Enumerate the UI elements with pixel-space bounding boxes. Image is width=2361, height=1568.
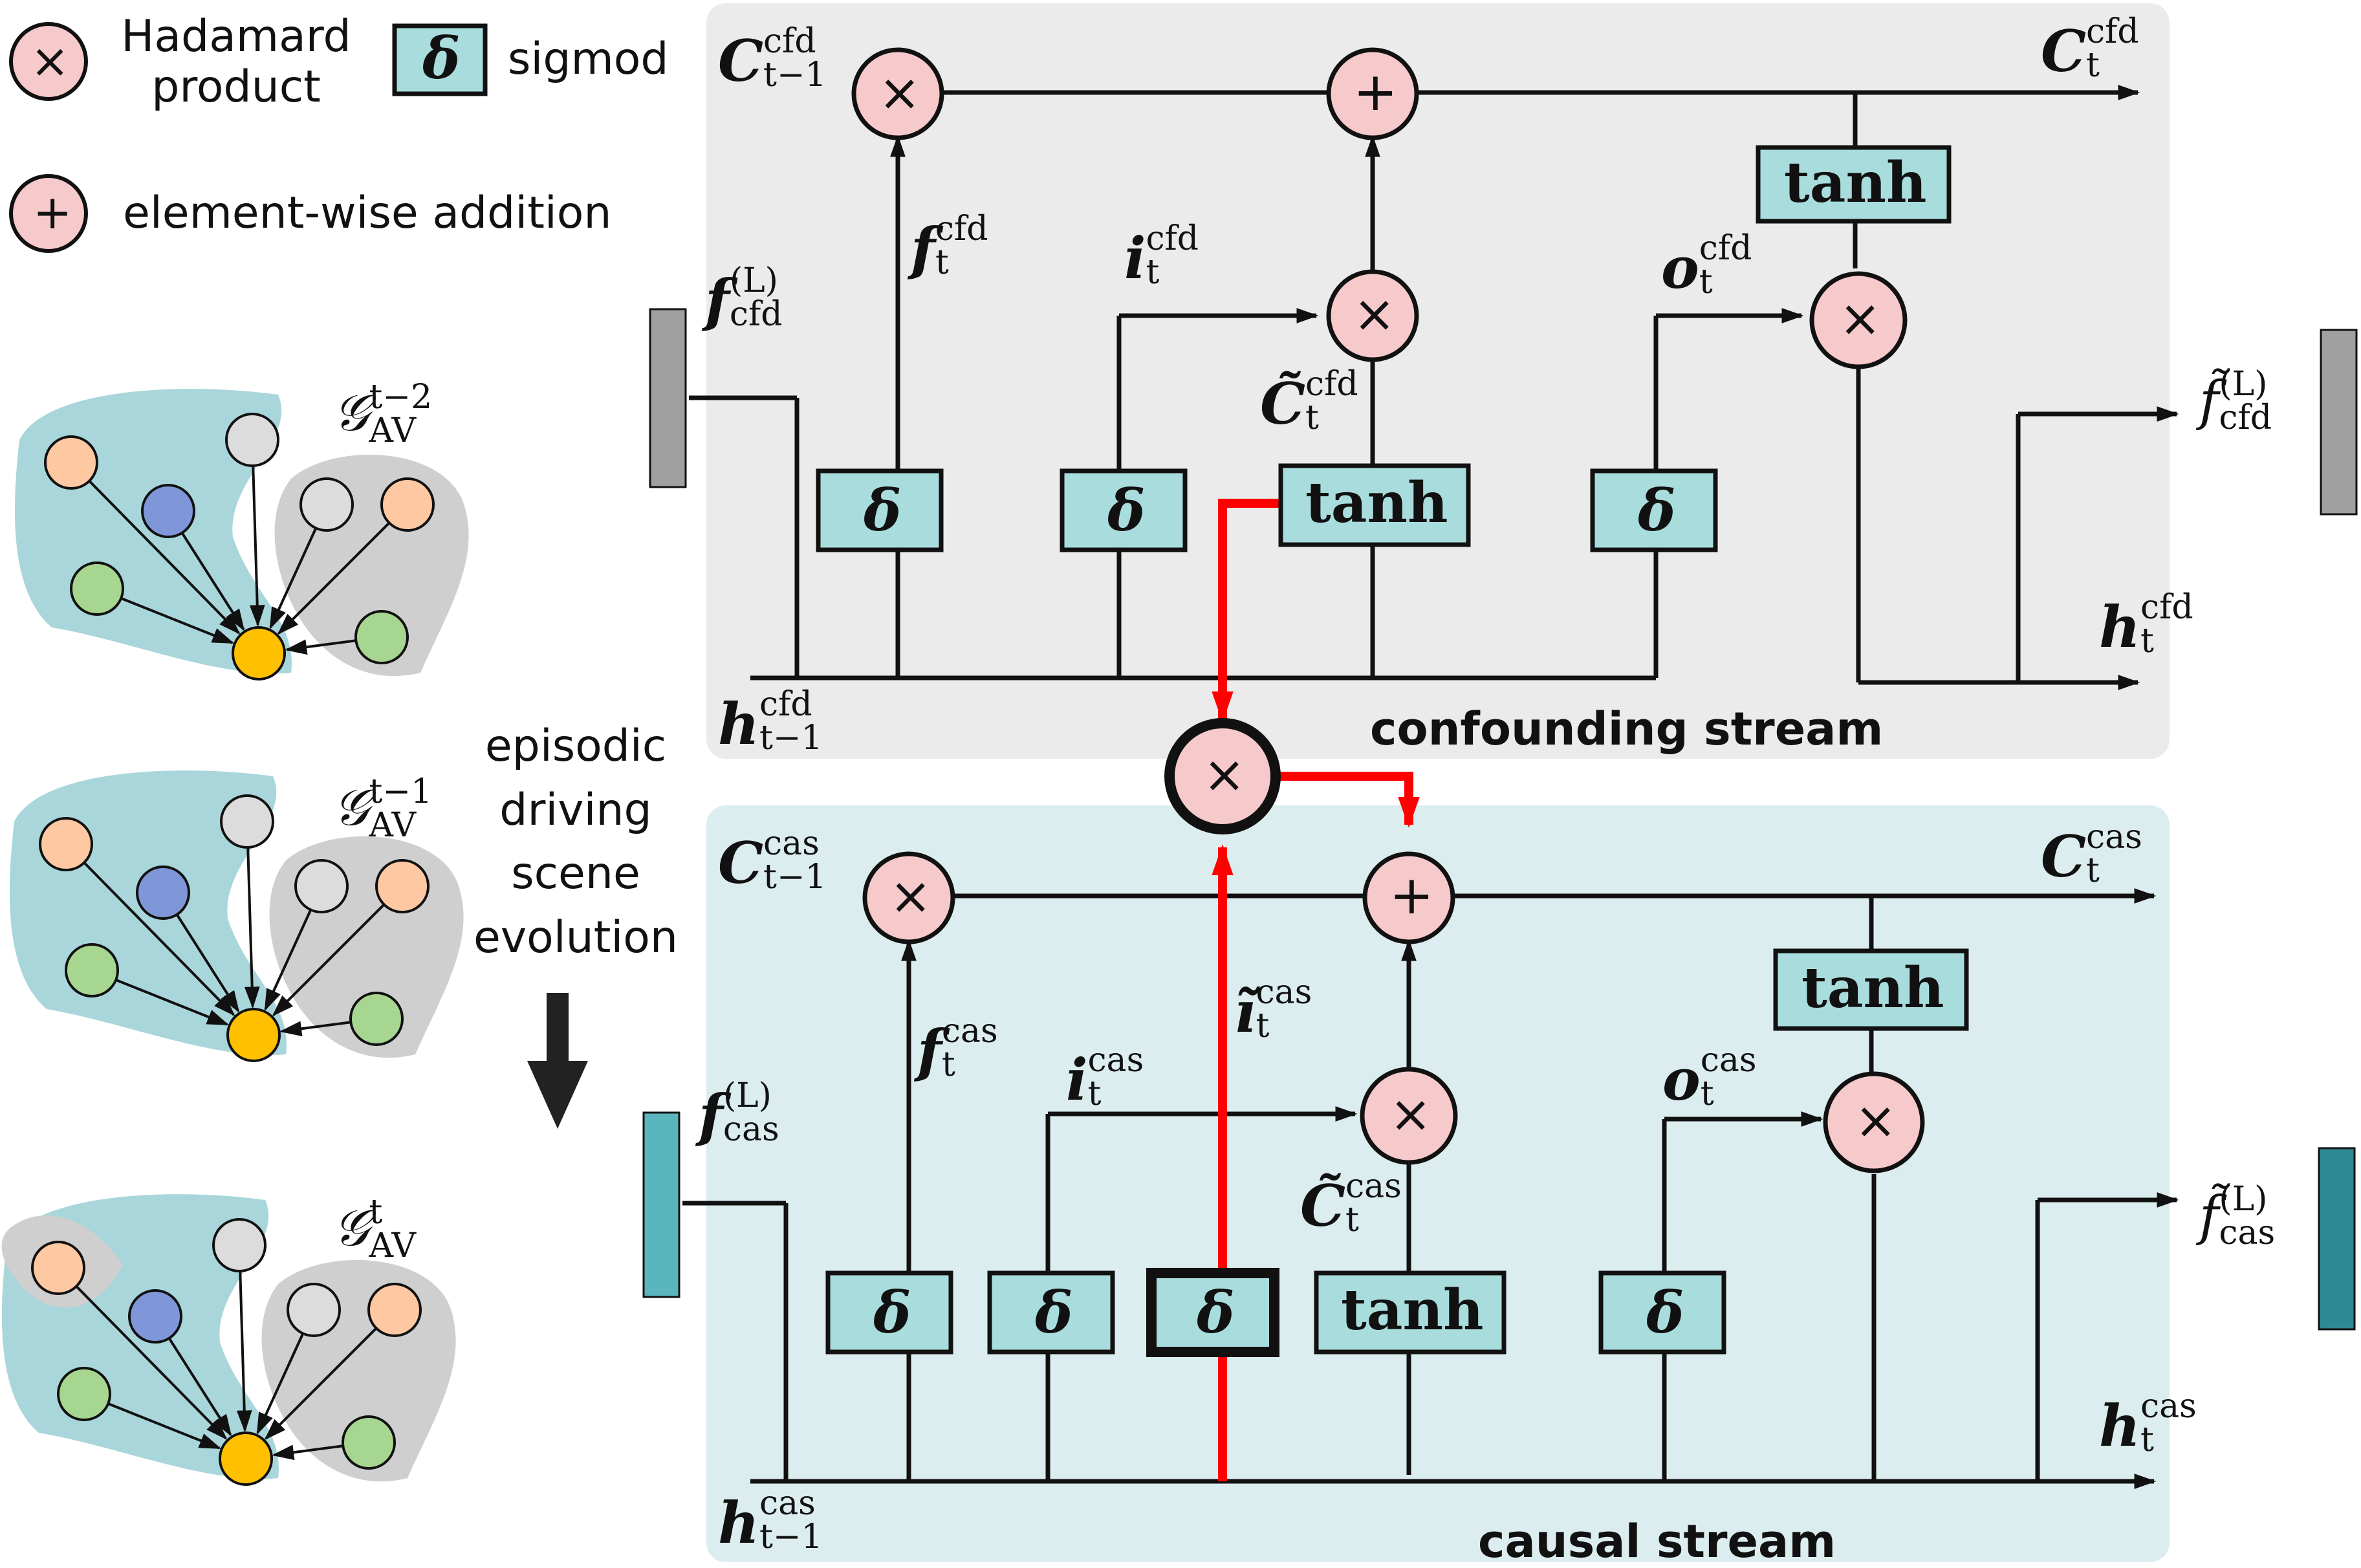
scene-graph-0-edge-2 bbox=[180, 532, 245, 631]
feature-out-cfd-bar bbox=[2320, 329, 2358, 516]
cfd-input-sigmoid-box bbox=[1060, 468, 1188, 552]
cfd-output-hadamard-circle bbox=[1809, 271, 1908, 369]
cas-cross-sigmoid-box bbox=[1146, 1268, 1279, 1357]
scene-graph-1-node-5 bbox=[375, 859, 430, 913]
scene-graph-0-ego-node bbox=[232, 626, 286, 681]
scene-graph-1-edge-4 bbox=[264, 909, 312, 1012]
scene-graph-0-edge-6 bbox=[285, 639, 356, 655]
cas-forget-sigmoid-box bbox=[825, 1270, 953, 1355]
scene-graph-2-edge-3 bbox=[107, 1402, 222, 1450]
scene-graph-0-edge-0 bbox=[88, 480, 241, 635]
scene-graph-2-node-3 bbox=[57, 1367, 111, 1421]
scene-graph-2-node-1 bbox=[212, 1218, 267, 1272]
scene-graph-0-edge-1 bbox=[249, 465, 265, 627]
cas-wires bbox=[682, 888, 2179, 1489]
feature-in-cfd-bar bbox=[649, 308, 687, 488]
cas-output-sigmoid-box bbox=[1598, 1270, 1726, 1355]
scene-graph-1-node-1 bbox=[220, 794, 274, 849]
legend-sigmoid-box bbox=[392, 23, 488, 96]
cas-cell-add-circle bbox=[1362, 851, 1455, 944]
scene-graph-0-edge-3 bbox=[120, 596, 235, 644]
cas-cell-tanh-box bbox=[1773, 948, 1969, 1031]
scene-graph-1-node-0 bbox=[39, 817, 93, 871]
scene-graph-0-node-6 bbox=[354, 610, 409, 664]
scene-graph-1-edge-6 bbox=[279, 1021, 351, 1037]
scene-graph-2-node-0 bbox=[31, 1241, 85, 1295]
scene-graph-1-edge-5 bbox=[272, 903, 386, 1017]
scene-graph-0-node-1 bbox=[225, 413, 279, 467]
scene-graph-2-edge-6 bbox=[272, 1444, 343, 1461]
scene-graph-1 bbox=[9, 770, 464, 1062]
scene-graph-1-edge-1 bbox=[244, 847, 260, 1009]
scene-graph-1-node-3 bbox=[65, 943, 119, 997]
scene-graph-1-node-6 bbox=[349, 992, 404, 1046]
scene-graph-2-edge-0 bbox=[75, 1285, 228, 1441]
cfd-output-sigmoid-box bbox=[1590, 468, 1718, 552]
scene-graph-1-edge-3 bbox=[115, 978, 230, 1026]
scene-graph-2-node-6 bbox=[342, 1415, 396, 1470]
feature-in-cas-bar bbox=[642, 1111, 680, 1298]
cas-candidate-tanh-box bbox=[1314, 1270, 1507, 1355]
cas-input-sigmoid-box bbox=[987, 1270, 1115, 1355]
cas-output-hadamard-circle bbox=[1823, 1071, 1925, 1173]
scene-graph-1-node-2 bbox=[136, 866, 190, 920]
scene-graph-0-node-2 bbox=[141, 484, 195, 538]
cross-stream-red-path bbox=[1212, 499, 1420, 1481]
feature-out-cas-bar bbox=[2318, 1147, 2356, 1331]
scene-graph-2-edge-4 bbox=[256, 1333, 305, 1435]
scene-graph-2-node-5 bbox=[367, 1283, 422, 1337]
legend-addition-circle bbox=[9, 174, 88, 253]
scene-graph-0-node-4 bbox=[299, 477, 354, 532]
scene-graph-2-edge-1 bbox=[236, 1270, 252, 1433]
cfd-wires bbox=[689, 85, 2179, 690]
scene-graph-1-ego-node bbox=[226, 1008, 281, 1062]
scene-graph-1-edge-0 bbox=[83, 862, 235, 1017]
scene-graph-1-edge-2 bbox=[175, 913, 240, 1013]
cfd-cell-tanh-box bbox=[1756, 145, 1952, 224]
legend-hadamard-circle bbox=[9, 22, 88, 101]
cfd-forget-sigmoid-box bbox=[816, 468, 944, 552]
scene-graph-2-node-2 bbox=[128, 1289, 182, 1344]
evolution-down-arrow-icon bbox=[527, 993, 588, 1129]
scene-graph-2-node-4 bbox=[287, 1283, 341, 1337]
scene-graph-2-edge-2 bbox=[168, 1337, 232, 1437]
cfd-forget-hadamard-circle bbox=[851, 47, 944, 140]
scene-graph-2 bbox=[1, 1194, 456, 1486]
scene-graph-0-node-3 bbox=[70, 561, 124, 616]
scene-graph-0-edge-4 bbox=[269, 527, 318, 630]
scene-graph-0 bbox=[14, 389, 469, 681]
scene-graph-0-node-5 bbox=[380, 477, 435, 532]
cfd-candidate-tanh-box bbox=[1278, 463, 1471, 547]
cfd-cell-add-circle bbox=[1326, 47, 1419, 140]
scene-graph-0-edge-5 bbox=[277, 521, 391, 635]
scene-graph-2-ego-node bbox=[219, 1432, 273, 1486]
scene-graph-1-node-4 bbox=[294, 859, 349, 913]
scene-graph-0-node-0 bbox=[44, 435, 98, 490]
cfd-input-hadamard-circle bbox=[1326, 269, 1419, 362]
cas-input-hadamard-circle bbox=[1360, 1067, 1458, 1165]
cas-forget-hadamard-circle bbox=[862, 851, 955, 944]
cross-hadamard-circle bbox=[1164, 718, 1281, 834]
scene-graph-2-edge-5 bbox=[264, 1327, 378, 1441]
